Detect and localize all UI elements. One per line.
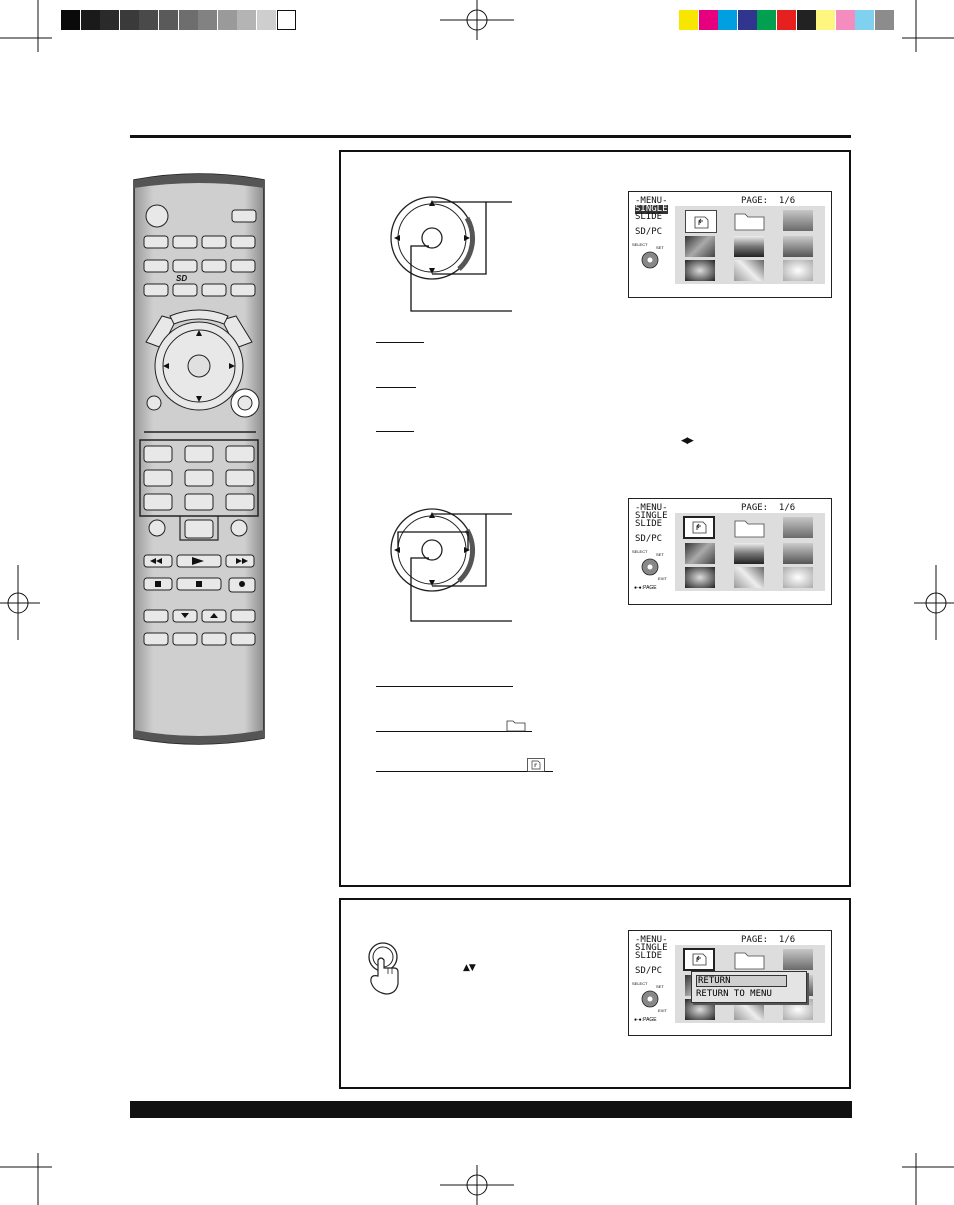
photo-thumbnail[interactable] [783, 210, 813, 231]
gray-swatch [139, 10, 159, 30]
page-indicator: PAGE: 1/6 [741, 935, 796, 945]
return-popup-menu: RETURN RETURN TO MENU [691, 971, 807, 1003]
menu-item-sdpc[interactable]: SD/PC [635, 534, 663, 544]
folder-icon[interactable] [734, 210, 765, 231]
color-swatch [875, 10, 894, 30]
gray-swatch [237, 10, 257, 30]
color-swatch [777, 10, 796, 30]
label-underline [376, 731, 532, 732]
photo-thumbnail[interactable] [685, 543, 715, 564]
label-underline [376, 342, 424, 343]
menu-label: -MENU- [635, 935, 668, 945]
select-hint-icon: SELECT SET EXIT [632, 981, 667, 1013]
gray-swatch [61, 10, 80, 30]
color-swatch [698, 10, 718, 30]
photo-thumbnail[interactable] [783, 999, 813, 1020]
return-folder-icon[interactable] [683, 948, 715, 971]
color-swatch [835, 10, 855, 30]
menu-screen-middle: -MENU- PAGE: 1/6 SINGLE SLIDE SD/PC SELE… [628, 498, 832, 605]
header-rule [130, 135, 851, 138]
menu-label: -MENU- [635, 196, 668, 206]
photo-thumbnail[interactable] [734, 260, 764, 281]
menu-item-single[interactable]: SINGLE [635, 511, 668, 521]
popup-item-return-to-menu[interactable]: RETURN TO MENU [696, 989, 772, 999]
gray-swatch [178, 10, 198, 30]
menu-item-sdpc[interactable]: SD/PC [635, 227, 663, 237]
page-indicator: PAGE: 1/6 [741, 196, 796, 206]
menu-screen-top: -MENU- PAGE: 1/6 SINGLE SLIDE SD/PC SELE… [628, 191, 832, 298]
photo-thumbnail[interactable] [685, 236, 715, 257]
photo-thumbnail[interactable] [685, 999, 715, 1020]
photo-thumbnail[interactable] [783, 567, 813, 588]
hand-pressing-button-icon [368, 942, 399, 995]
select-hint-icon: SELECT SET [632, 242, 672, 272]
photo-thumbnail[interactable] [685, 260, 715, 281]
color-swatch [855, 10, 875, 30]
menu-item-slide[interactable]: SLIDE [635, 951, 663, 961]
gray-swatch [80, 10, 100, 30]
thumbnail-grid [675, 513, 825, 591]
folder-icon[interactable] [734, 517, 765, 538]
photo-thumbnail[interactable] [734, 999, 764, 1020]
remote-control-illustration: SD [132, 166, 266, 750]
menu-screen-bottom: -MENU- PAGE: 1/6 SINGLE SLIDE SD/PC SELE… [628, 930, 832, 1036]
gray-swatch [159, 10, 178, 30]
photo-thumbnail[interactable] [783, 236, 813, 257]
photo-thumbnail[interactable] [734, 543, 764, 564]
label-underline [376, 686, 513, 687]
menu-item-slide[interactable]: SLIDE [635, 519, 663, 529]
page-arrows-icon: ●-● [634, 585, 642, 591]
menu-item-single[interactable]: SINGLE [635, 943, 668, 953]
return-folder-icon[interactable] [685, 210, 717, 233]
footer-bar [130, 1101, 852, 1118]
photo-thumbnail[interactable] [783, 517, 813, 538]
page-indicator: PAGE: 1/6 [741, 503, 796, 513]
gray-swatch [100, 10, 120, 30]
navigation-dial-diagram-1 [390, 196, 512, 312]
photo-thumbnail[interactable] [734, 236, 764, 257]
gray-swatch [257, 10, 276, 30]
page-arrows-icon: ●-● [634, 1017, 642, 1023]
photo-thumbnail[interactable] [783, 949, 813, 970]
gray-swatch [198, 10, 218, 30]
label-underline [376, 771, 553, 772]
gray-swatch [217, 10, 237, 30]
color-swatch [796, 10, 816, 30]
page-hint: ●-●:PAGE [634, 1017, 657, 1023]
label-underline [376, 431, 414, 432]
photo-thumbnail[interactable] [783, 543, 813, 564]
return-folder-icon [527, 758, 545, 772]
select-hint-icon: SELECT SET EXIT [632, 549, 667, 581]
sd-logo: SD [176, 274, 188, 283]
return-folder-icon[interactable] [683, 516, 715, 539]
photo-thumbnail[interactable] [783, 260, 813, 281]
color-swatch [737, 10, 757, 30]
menu-item-sdpc[interactable]: SD/PC [635, 966, 663, 976]
color-swatch [816, 10, 836, 30]
photo-thumbnail[interactable] [734, 567, 764, 588]
up-down-arrows-icon: ▲▼ [463, 963, 476, 973]
color-swatch [757, 10, 777, 30]
gray-swatch [119, 10, 139, 30]
color-swatch [718, 10, 738, 30]
label-underline [376, 387, 416, 388]
gray-swatch [276, 10, 296, 30]
page-hint: ●-●:PAGE [634, 585, 657, 591]
navigation-dial-diagram-2 [390, 508, 512, 622]
remote-body [133, 173, 265, 745]
left-right-arrows-icon: ◀▶ [681, 436, 694, 446]
thumbnail-grid [675, 206, 825, 284]
menu-item-single[interactable]: SINGLE [635, 204, 668, 214]
folder-icon[interactable] [734, 949, 765, 970]
menu-item-slide[interactable]: SLIDE [635, 212, 663, 222]
menu-label: -MENU- [635, 503, 668, 513]
color-swatch [679, 10, 698, 30]
popup-item-return[interactable]: RETURN [696, 975, 787, 987]
folder-icon [506, 720, 526, 732]
photo-thumbnail[interactable] [685, 567, 715, 588]
